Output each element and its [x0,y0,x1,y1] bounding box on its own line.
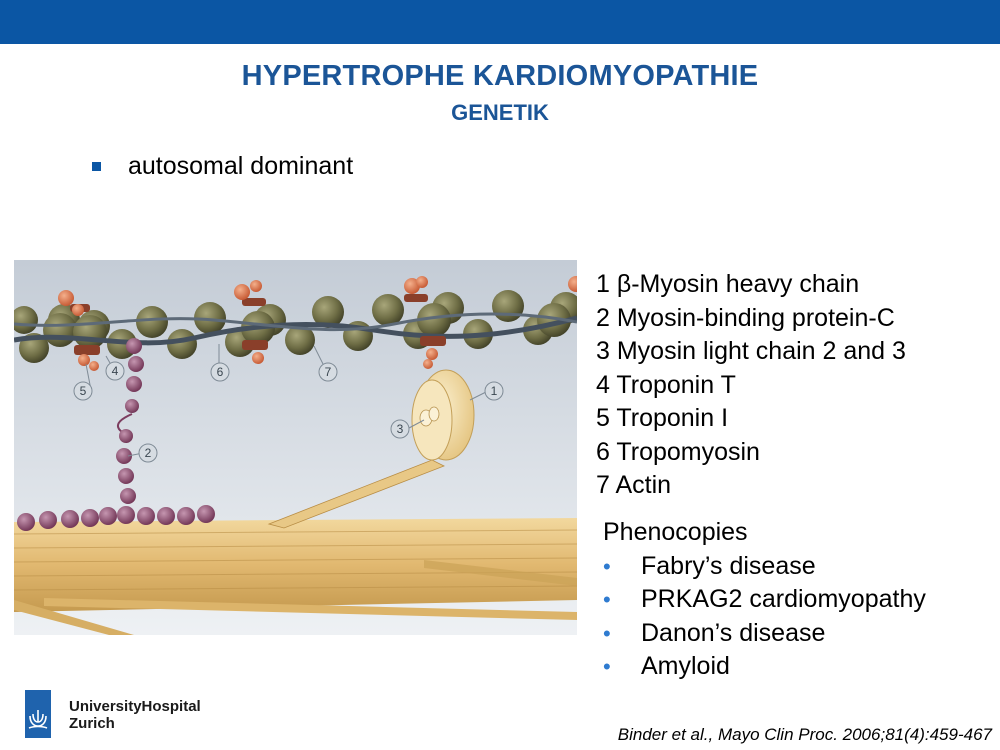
protein-legend: 1 β-Myosin heavy chain 2 Myosin-binding … [596,268,906,503]
figure-label-2: 2 [138,443,158,463]
logo-mark-icon [25,690,51,738]
figure-label-5: 5 [73,381,93,401]
list-item: • PRKAG2 cardiomyopathy [603,583,926,617]
phenocopy-text: Danon’s disease [641,618,826,647]
slide-title: HYPERTROPHE KARDIOMYOPATHIE [241,60,759,92]
legend-item: 6 Tropomyosin [596,437,760,466]
phenocopy-text: Amyloid [641,652,730,680]
figure-label-2-text: 2 [145,446,152,460]
list-item: • Danon’s disease [603,617,926,651]
figure-label-5-text: 5 [80,384,87,398]
legend-item: 4 Troponin T [596,370,736,399]
figure-label-6-text: 6 [217,365,224,379]
phenocopies-heading: Phenocopies [603,518,748,546]
figure-label-6: 6 [210,362,230,382]
figure-label-7-text: 7 [325,365,332,379]
phenocopy-text: Fabry’s disease [641,551,816,580]
slide-subtitle: GENETIK [451,100,549,125]
figure-label-7: 7 [318,362,338,382]
phenocopy-text: PRKAG2 cardiomyopathy [641,585,926,613]
legend-item: 2 Myosin-binding protein-C [596,303,895,332]
list-item: • Fabry’s disease [603,550,926,584]
phenocopies-section: Phenocopies • Fabry’s disease • PRKAG2 car… [603,516,926,684]
bullet-dot-icon: • [603,654,611,679]
citation: Binder et al., Mayo Clin Proc. 2006;81(4… [617,725,992,744]
figure-label-3: 3 [390,419,410,439]
sarcomere-illustration: 5 4 6 7 2 3 1 [14,260,577,635]
legend-item: 3 Myosin light chain 2 and 3 [596,337,906,365]
figure-label-3-text: 3 [397,422,404,436]
sarcomere-figure: 5 4 6 7 2 3 1 [14,260,577,635]
list-item: • Amyloid [603,650,926,684]
legend-item: 5 Troponin I [596,404,729,432]
square-bullet-icon [92,162,101,171]
logo-line-2: Zurich [69,715,115,732]
legend-item: 1 β-Myosin heavy chain [596,270,860,298]
figure-label-1-text: 1 [491,384,498,398]
figure-label-1: 1 [484,381,504,401]
logo-line-1: UniversityHospital [69,698,201,715]
figure-label-4: 4 [105,361,125,381]
bullet-dot-icon: • [603,620,611,646]
bullet-dot-icon: • [603,553,611,579]
header-bar [0,0,1000,44]
legend-item: 7 Actin [596,471,672,499]
main-bullet-text: autosomal dominant [128,152,354,180]
logo-text: UniversityHospital Zurich [69,698,201,732]
bullet-dot-icon: • [603,587,611,612]
phenocopies-list: •Fabry’s disease •PRKAG2 cardiomyopathy … [603,550,926,684]
figure-label-4-text: 4 [112,364,119,378]
